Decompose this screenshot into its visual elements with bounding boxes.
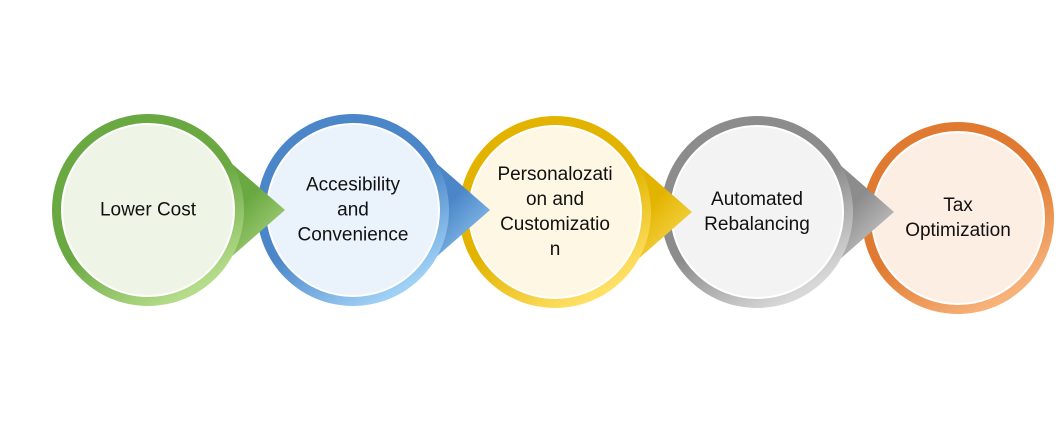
- label-line: on and: [525, 189, 585, 210]
- label-line: and: [337, 199, 369, 221]
- step-shape-3: [459, 116, 692, 308]
- step-label-1: Lower Cost: [68, 198, 228, 223]
- step-shape-4: [661, 116, 894, 308]
- label-line: Automated: [711, 189, 803, 210]
- label-line: Tax: [943, 195, 973, 216]
- label-line: Accesibility: [306, 174, 400, 196]
- label-line: n: [549, 239, 561, 260]
- step-shape-1: [52, 114, 285, 306]
- label-line: Customizatio: [500, 214, 610, 235]
- step-shape-2: [257, 114, 490, 306]
- label-line: Convenience: [297, 224, 409, 246]
- label-line: Personalozati: [497, 164, 613, 185]
- label-line: Lower Cost: [99, 199, 197, 221]
- label-line: Optimization: [905, 220, 1011, 241]
- label-line: Rebalancing: [704, 214, 810, 235]
- step-shape-5: [862, 122, 1054, 314]
- inner-circle: [61, 123, 235, 297]
